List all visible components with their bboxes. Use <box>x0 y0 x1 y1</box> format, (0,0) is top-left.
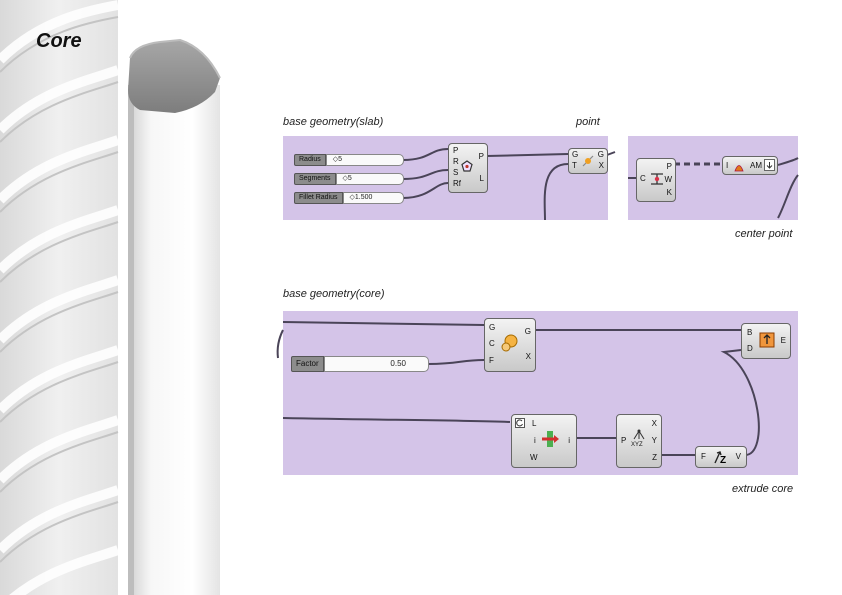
scale-input-c[interactable]: C <box>489 339 495 348</box>
point-output-x[interactable]: X <box>598 161 604 170</box>
move-icon <box>582 155 594 167</box>
factor-slider[interactable]: Factor 0.50 <box>291 356 429 372</box>
core-render-image <box>0 0 221 595</box>
caption-center-point: center point <box>735 228 793 240</box>
center-output-p[interactable]: P <box>666 162 672 171</box>
deconstruct-output-y[interactable]: Y <box>651 436 657 445</box>
deconstruct-output-z[interactable]: Z <box>652 453 657 462</box>
arrow-down-icon[interactable] <box>764 159 775 171</box>
vector-output-i[interactable]: i <box>568 436 570 445</box>
fillet-radius-slider-value: ◇1.500 <box>342 192 404 204</box>
center-point-node[interactable]: C P W K <box>636 158 676 202</box>
extrude-icon <box>759 332 775 348</box>
polygon-icon <box>461 160 473 172</box>
polygon-input-rf[interactable]: Rf <box>453 179 461 188</box>
caption-point: point <box>576 116 600 128</box>
polygon-output-l[interactable]: L <box>479 174 484 183</box>
svg-text:Z: Z <box>720 455 726 465</box>
radius-slider[interactable]: Radius ◇5 <box>294 154 404 166</box>
vector-input-w[interactable]: W <box>530 453 538 462</box>
radius-slider-label: Radius <box>294 154 326 166</box>
scale-output-g[interactable]: G <box>524 327 531 336</box>
point-input-g[interactable]: G <box>572 150 579 159</box>
center-output-w[interactable]: W <box>664 175 672 184</box>
radius-slider-value: ◇5 <box>325 154 404 166</box>
deconstruct-output-x[interactable]: X <box>651 419 657 428</box>
polygon-input-r[interactable]: R <box>453 157 459 166</box>
polygon-input-p[interactable]: P <box>453 146 459 155</box>
area-centroid-icon <box>651 173 663 185</box>
segments-slider-value: ◇5 <box>335 173 404 185</box>
caption-core: base geometry(core) <box>283 288 385 300</box>
segments-slider[interactable]: Segments ◇5 <box>294 173 404 185</box>
polygon-input-s[interactable]: S <box>453 168 459 177</box>
caption-slab: base geometry(slab) <box>283 116 384 128</box>
relay-node[interactable]: I AM <box>722 156 778 175</box>
factor-slider-label: Factor <box>291 356 324 372</box>
refresh-icon[interactable] <box>515 418 525 428</box>
extrude-node[interactable]: B D E <box>741 323 791 359</box>
deconstruct-input-p[interactable]: P <box>621 436 627 445</box>
scale-input-g[interactable]: G <box>489 323 496 332</box>
segments-slider-label: Segments <box>294 173 336 185</box>
unit-z-icon: Z <box>714 451 726 465</box>
fillet-radius-slider[interactable]: Fillet Radius ◇1.500 <box>294 192 404 204</box>
point-input-t[interactable]: T <box>572 161 577 170</box>
vector-icon <box>542 431 559 447</box>
scale-icon <box>501 334 518 352</box>
polygon-node[interactable]: P R S Rf P L <box>448 143 488 193</box>
vector-node[interactable]: L i W i <box>511 414 577 468</box>
relay-label: AM <box>750 161 762 170</box>
page-title: Core <box>36 30 82 52</box>
relay-input-i[interactable]: I <box>726 161 729 170</box>
polygon-output-p[interactable]: P <box>478 152 484 161</box>
factor-slider-value: 0.50 <box>323 356 429 372</box>
unit-z-node[interactable]: F Z V <box>695 446 747 468</box>
deconstruct-node[interactable]: P X Y Z XYZ <box>616 414 662 468</box>
scale-input-f[interactable]: F <box>489 356 494 365</box>
center-input-c[interactable]: C <box>640 174 646 183</box>
center-output-k[interactable]: K <box>666 188 672 197</box>
unit-z-input-f[interactable]: F <box>701 452 706 461</box>
fillet-radius-slider-label: Fillet Radius <box>294 192 343 204</box>
caption-extrude-core: extrude core <box>732 483 794 495</box>
graph-icon <box>734 165 744 172</box>
extrude-input-b[interactable]: B <box>747 328 753 337</box>
point-output-g[interactable]: G <box>597 150 604 159</box>
extrude-output-e[interactable]: E <box>780 336 786 345</box>
extrude-input-d[interactable]: D <box>747 344 753 353</box>
vector-input-i[interactable]: i <box>534 436 536 445</box>
deconstruct-point-icon <box>633 429 645 440</box>
vector-input-l[interactable]: L <box>532 419 537 428</box>
deconstruct-icon-label: XYZ <box>631 442 643 448</box>
point-node[interactable]: G T G X <box>568 148 608 174</box>
scale-node[interactable]: G C F G X <box>484 318 536 372</box>
scale-output-x[interactable]: X <box>525 352 531 361</box>
unit-z-output-v[interactable]: V <box>735 452 741 461</box>
